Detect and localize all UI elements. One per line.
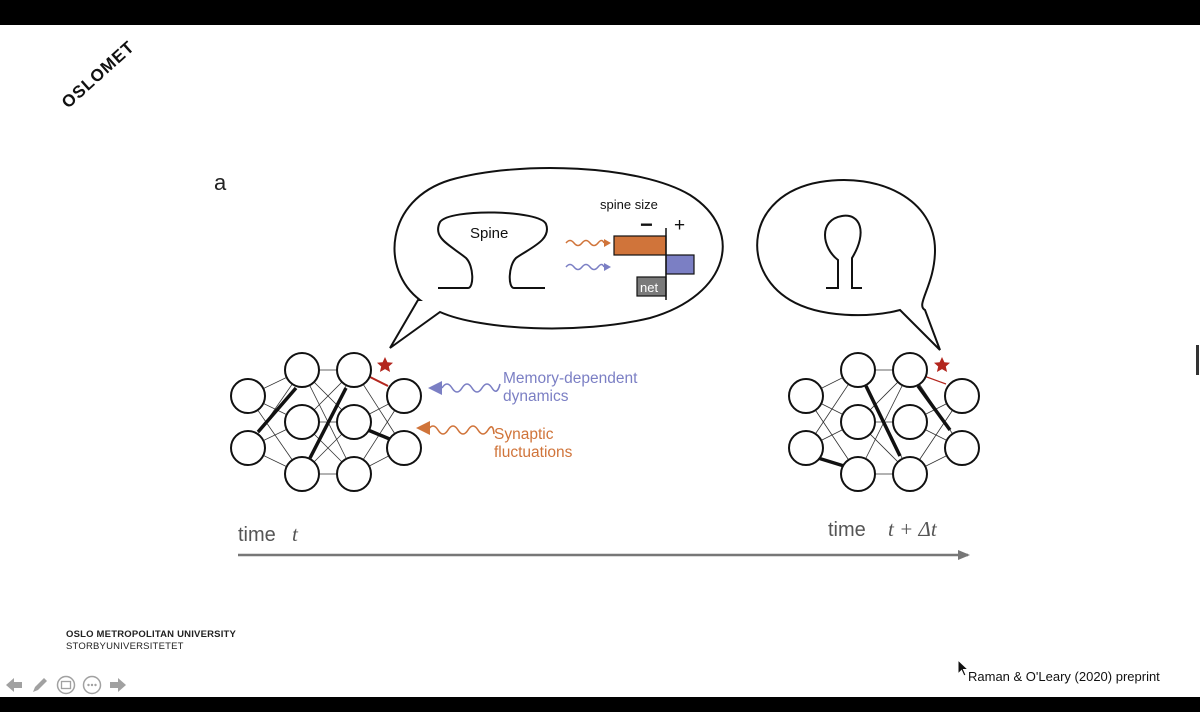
node xyxy=(788,378,824,414)
slides-icon[interactable] xyxy=(56,675,76,695)
time-end-label: time xyxy=(828,519,866,541)
node xyxy=(840,456,876,492)
scroll-handle[interactable] xyxy=(1196,345,1199,375)
slide-controls xyxy=(0,672,128,698)
memory-label-2: dynamics xyxy=(503,388,569,405)
more-icon[interactable] xyxy=(82,675,102,695)
synaptic-arrow xyxy=(416,421,495,435)
pen-icon[interactable] xyxy=(30,675,50,695)
time-start-label: time xyxy=(238,524,276,546)
timeline: time t time t + Δt xyxy=(238,517,970,560)
citation: Raman & O'Leary (2020) preprint xyxy=(968,669,1160,684)
node xyxy=(788,430,824,466)
node xyxy=(230,378,266,414)
memory-arrow xyxy=(428,381,501,395)
arrow-left-icon[interactable] xyxy=(4,675,24,695)
panel-label: a xyxy=(214,170,227,195)
orange-wavy-arrow xyxy=(565,239,605,247)
left-thought-bubble: Spine spine size − + net xyxy=(389,167,724,349)
spine-shape-left xyxy=(437,211,548,289)
mouse-cursor-icon xyxy=(957,659,969,677)
synaptic-label-1: Synaptic xyxy=(494,426,554,443)
node xyxy=(230,430,266,466)
node xyxy=(892,456,928,492)
node xyxy=(944,378,980,414)
node xyxy=(840,352,876,388)
net-label: net xyxy=(640,280,658,295)
node xyxy=(892,352,928,388)
purple-bar xyxy=(665,254,695,275)
university-subtitle: STORBYUNIVERSITETET xyxy=(66,641,184,652)
spine-size-label: spine size xyxy=(600,197,658,212)
right-network xyxy=(788,352,980,492)
spine-label: Spine xyxy=(470,225,508,242)
node xyxy=(840,404,876,440)
arrow-right-icon[interactable] xyxy=(108,675,128,695)
node xyxy=(386,378,422,414)
star-icon xyxy=(934,357,950,372)
purple-wavy-arrow xyxy=(565,263,605,271)
memory-label-1: Memory-dependent xyxy=(503,370,638,387)
node xyxy=(284,456,320,492)
slide xyxy=(0,25,1200,697)
plus-sign: + xyxy=(674,215,685,236)
synaptic-label-2: fluctuations xyxy=(494,444,573,461)
university-name: OSLO METROPOLITAN UNIVERSITY xyxy=(66,629,237,640)
spine-shape-right xyxy=(824,214,862,289)
node xyxy=(386,430,422,466)
node xyxy=(944,430,980,466)
time-start-var: t xyxy=(292,522,299,546)
node xyxy=(336,352,372,388)
bottom-bar xyxy=(0,697,1200,712)
left-network xyxy=(230,352,422,492)
right-thought-bubble xyxy=(756,178,941,351)
orange-bar xyxy=(613,235,667,256)
node xyxy=(284,352,320,388)
minus-sign: − xyxy=(640,212,653,237)
node xyxy=(336,404,372,440)
node xyxy=(336,456,372,492)
time-end-var: t + Δt xyxy=(888,517,938,541)
node xyxy=(892,404,928,440)
star-icon xyxy=(376,357,393,372)
node xyxy=(284,404,320,440)
